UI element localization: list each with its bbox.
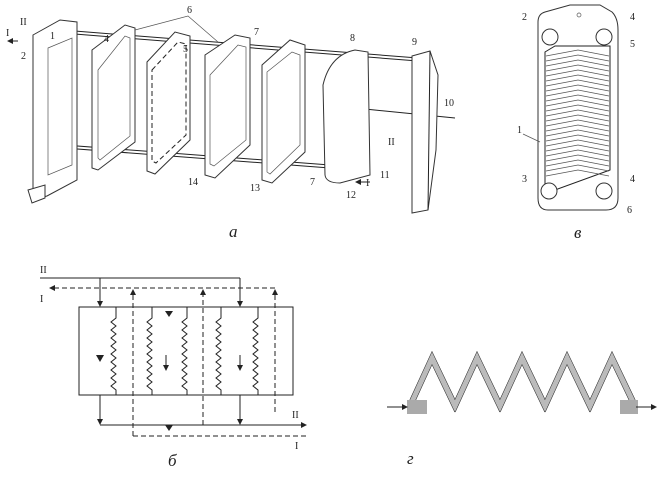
panel-b-flow-scheme: II I II I б (40, 265, 307, 470)
caption-g: г (407, 449, 414, 468)
plate-zigzag (252, 307, 259, 395)
label-1: 1 (517, 125, 522, 136)
label-5: 5 (630, 39, 635, 50)
rib (545, 104, 610, 112)
rib (545, 119, 610, 127)
corrugated-channel (407, 350, 638, 414)
rib (545, 114, 610, 122)
pressure-plate (322, 49, 371, 184)
rib (545, 154, 610, 162)
label-6: 6 (187, 5, 192, 16)
rib (545, 84, 610, 92)
label-II-inlet: II (388, 137, 395, 148)
rib (545, 99, 610, 107)
heat-plate (204, 34, 251, 179)
rib (545, 144, 610, 152)
fixed-plate (32, 19, 78, 201)
plate-zigzags (110, 307, 259, 395)
caption-b: б (168, 451, 177, 470)
rib (545, 134, 610, 142)
port (541, 28, 559, 46)
rib (545, 164, 610, 172)
label-4: 4 (630, 12, 635, 23)
panel-a-exploded-view: I II 2 1 4 5 6 7 8 9 10 11 12 I II 13 14… (6, 5, 456, 241)
label-3: 3 (522, 174, 527, 185)
rib (545, 89, 610, 97)
label-II-in: II (40, 265, 47, 276)
rib (545, 169, 610, 177)
heat-plate (146, 31, 191, 175)
rib (545, 139, 610, 147)
label-I-inlet: I (366, 178, 369, 189)
label-5: 5 (183, 44, 188, 55)
end-support (411, 50, 439, 214)
rib (545, 49, 610, 57)
label-13: 13 (250, 183, 260, 194)
exchanger-body (78, 306, 294, 396)
plate-zigzag (181, 307, 188, 395)
rib (545, 69, 610, 77)
label-8: 8 (350, 33, 355, 44)
label-10: 10 (444, 98, 454, 109)
label-12: 12 (346, 190, 356, 201)
label-4b: 4 (630, 174, 635, 185)
caption-v: в (574, 223, 582, 242)
label-I-in: I (295, 441, 298, 452)
rib (545, 54, 610, 62)
plate-zigzag (146, 307, 153, 395)
rib (545, 74, 610, 82)
panel-g-corrugated-channel: г (387, 350, 657, 468)
rib (545, 129, 610, 137)
corrugation-ribs (545, 49, 610, 177)
rib (545, 94, 610, 102)
rib (545, 124, 610, 132)
tie-bolt (354, 107, 456, 119)
label-7: 7 (254, 27, 259, 38)
label-2: 2 (522, 12, 527, 23)
plate-zigzag (215, 307, 222, 395)
label-6: 6 (627, 205, 632, 216)
port (540, 182, 558, 200)
label-II-out: II (292, 410, 299, 421)
rib (545, 79, 610, 87)
label-I-out: I (40, 294, 43, 305)
label-2: 2 (21, 51, 26, 62)
heat-plate (261, 39, 306, 184)
label-4: 4 (104, 34, 109, 45)
label-7b: 7 (310, 177, 315, 188)
rib (545, 149, 610, 157)
label-1: 1 (50, 31, 55, 42)
label-II: II (20, 17, 27, 28)
rib (545, 59, 610, 67)
plate-zigzag (110, 307, 117, 395)
label-9: 9 (412, 37, 417, 48)
label-11: 11 (380, 170, 390, 181)
rib (545, 109, 610, 117)
heat-plate (91, 24, 136, 171)
label-I: I (6, 28, 9, 39)
rib (545, 159, 610, 167)
port (595, 28, 613, 46)
port (595, 182, 613, 200)
panel-v-plate: 2 4 5 1 3 4 6 в (517, 4, 635, 242)
label-14: 14 (188, 177, 198, 188)
caption-a: а (229, 222, 238, 241)
rib (545, 64, 610, 72)
